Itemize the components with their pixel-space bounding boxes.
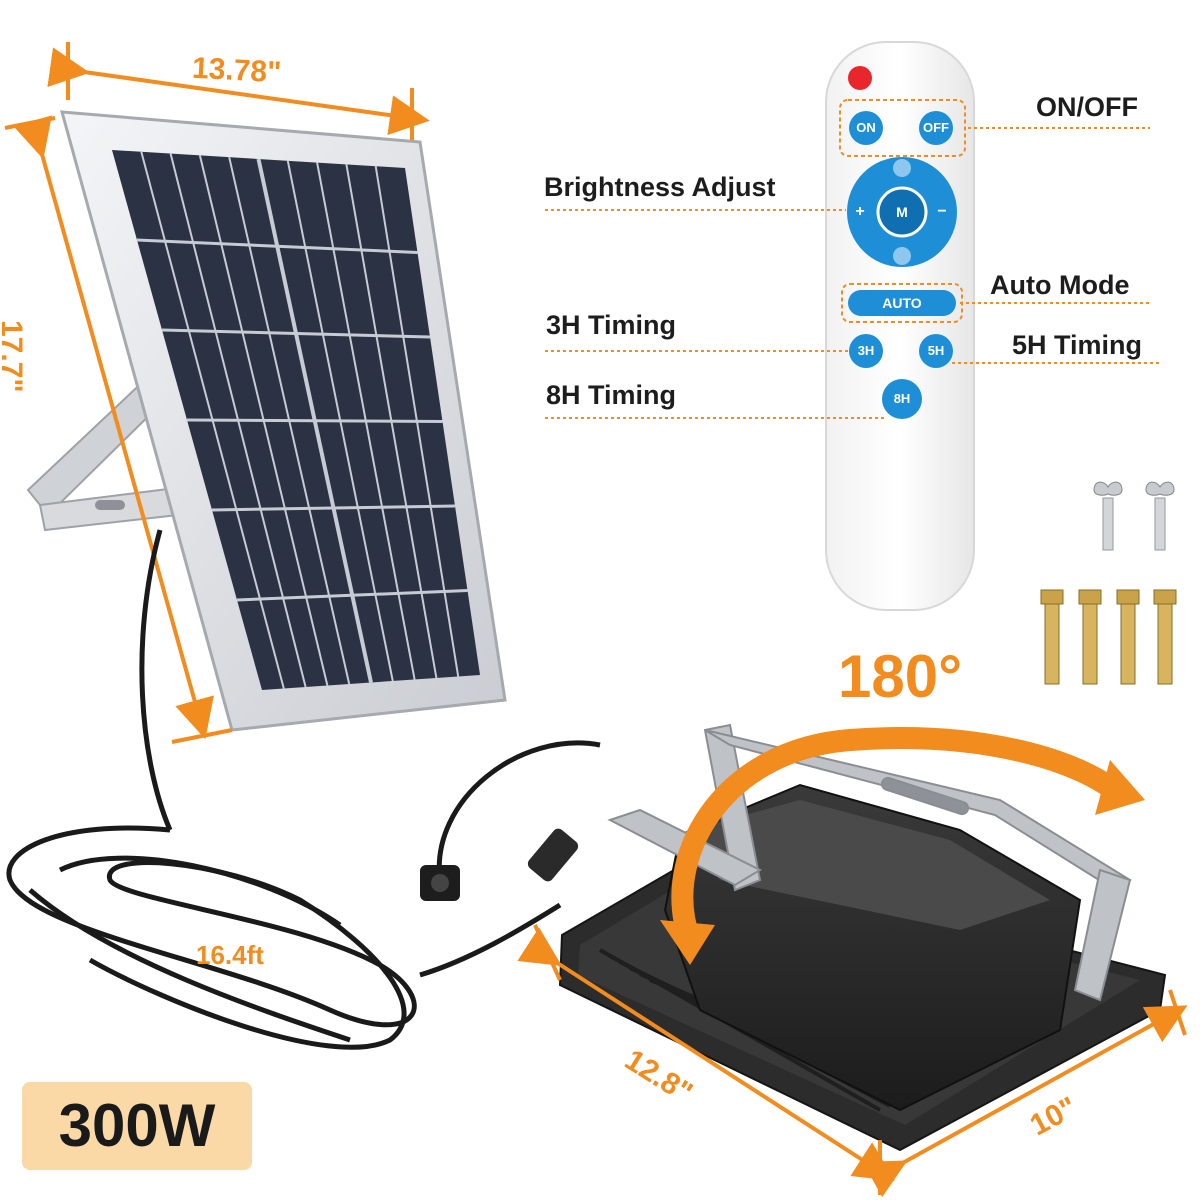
on-button[interactable]: ON: [856, 120, 876, 135]
expansion-anchor-icon: [1078, 589, 1102, 685]
auto-button[interactable]: AUTO: [882, 295, 922, 311]
remote-power-led: [848, 66, 872, 90]
off-button[interactable]: OFF: [923, 120, 949, 135]
timer-8h-button[interactable]: 8H: [893, 391, 911, 406]
wattage-badge: 300W: [22, 1082, 252, 1170]
panel-width-label: 13.78": [191, 51, 283, 90]
panel-height-label: 17.7": [0, 320, 28, 393]
wattage-text: 300W: [58, 1092, 216, 1159]
timer-5h-button[interactable]: 5H: [927, 343, 945, 358]
timer-3h-button[interactable]: 3H: [857, 343, 875, 358]
callout-on-off: ON/OFF: [1036, 92, 1138, 122]
expansion-anchor-icon: [1040, 589, 1064, 685]
remote-control: [825, 41, 975, 611]
mode-button[interactable]: M: [896, 204, 908, 220]
panel-height-dimension: [4, 115, 233, 744]
cable-coil: [6, 529, 601, 1050]
expansion-anchor-icon: [1153, 589, 1177, 685]
rotation-angle-label: 180°: [838, 643, 963, 710]
callout-timing-8h: 8H Timing: [546, 380, 677, 410]
brightness-plus-button[interactable]: +: [855, 203, 865, 220]
callout-timing-3h: 3H Timing: [546, 310, 677, 340]
cable-connector: [420, 828, 579, 901]
cable-length-label: 16.4ft: [196, 940, 264, 970]
brightness-minus-button[interactable]: −: [937, 203, 947, 220]
panel-width-dimension: [47, 42, 430, 140]
expansion-anchor-icon: [1116, 589, 1140, 685]
wing-bolt-icon: [1093, 481, 1175, 551]
light-width-dimension: [862, 989, 1188, 1198]
callout-auto-mode: Auto Mode: [990, 270, 1130, 300]
callout-brightness: Brightness Adjust: [544, 172, 776, 202]
callout-timing-5h: 5H Timing: [1012, 330, 1143, 360]
callout-lines: [545, 127, 1160, 419]
expansion-anchor-icon: [1040, 589, 1177, 685]
